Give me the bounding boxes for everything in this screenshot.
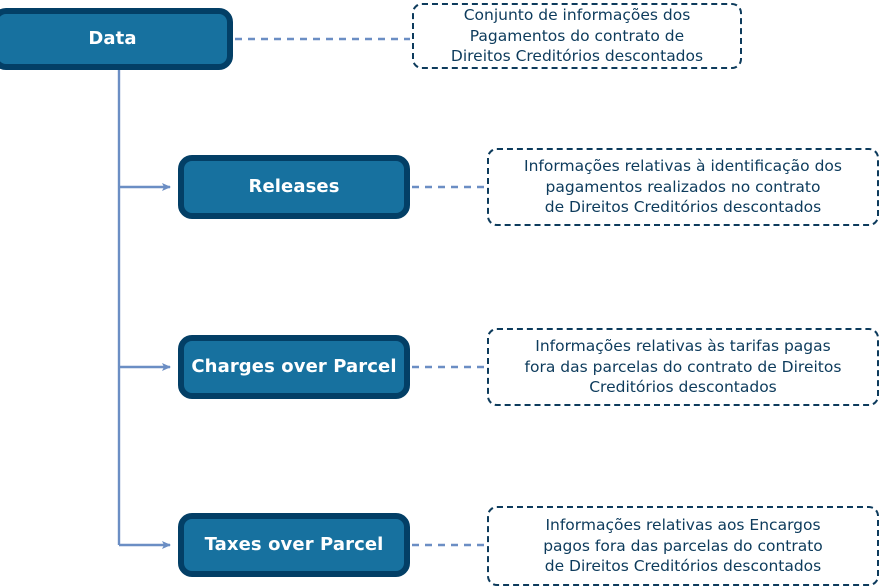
note-charges-over-parcel: Informações relativas às tarifas pagas f… bbox=[487, 328, 879, 406]
note-data: Conjunto de informações dos Pagamentos d… bbox=[412, 3, 742, 69]
node-taxes-over-parcel[interactable]: Taxes over Parcel bbox=[178, 513, 410, 577]
node-releases[interactable]: Releases bbox=[178, 155, 410, 219]
node-data[interactable]: Data bbox=[0, 8, 233, 70]
note-taxes-over-parcel: Informações relativas aos Encargos pagos… bbox=[487, 506, 879, 586]
note-releases: Informações relativas à identificação do… bbox=[487, 148, 879, 226]
node-charges-over-parcel[interactable]: Charges over Parcel bbox=[178, 335, 410, 399]
